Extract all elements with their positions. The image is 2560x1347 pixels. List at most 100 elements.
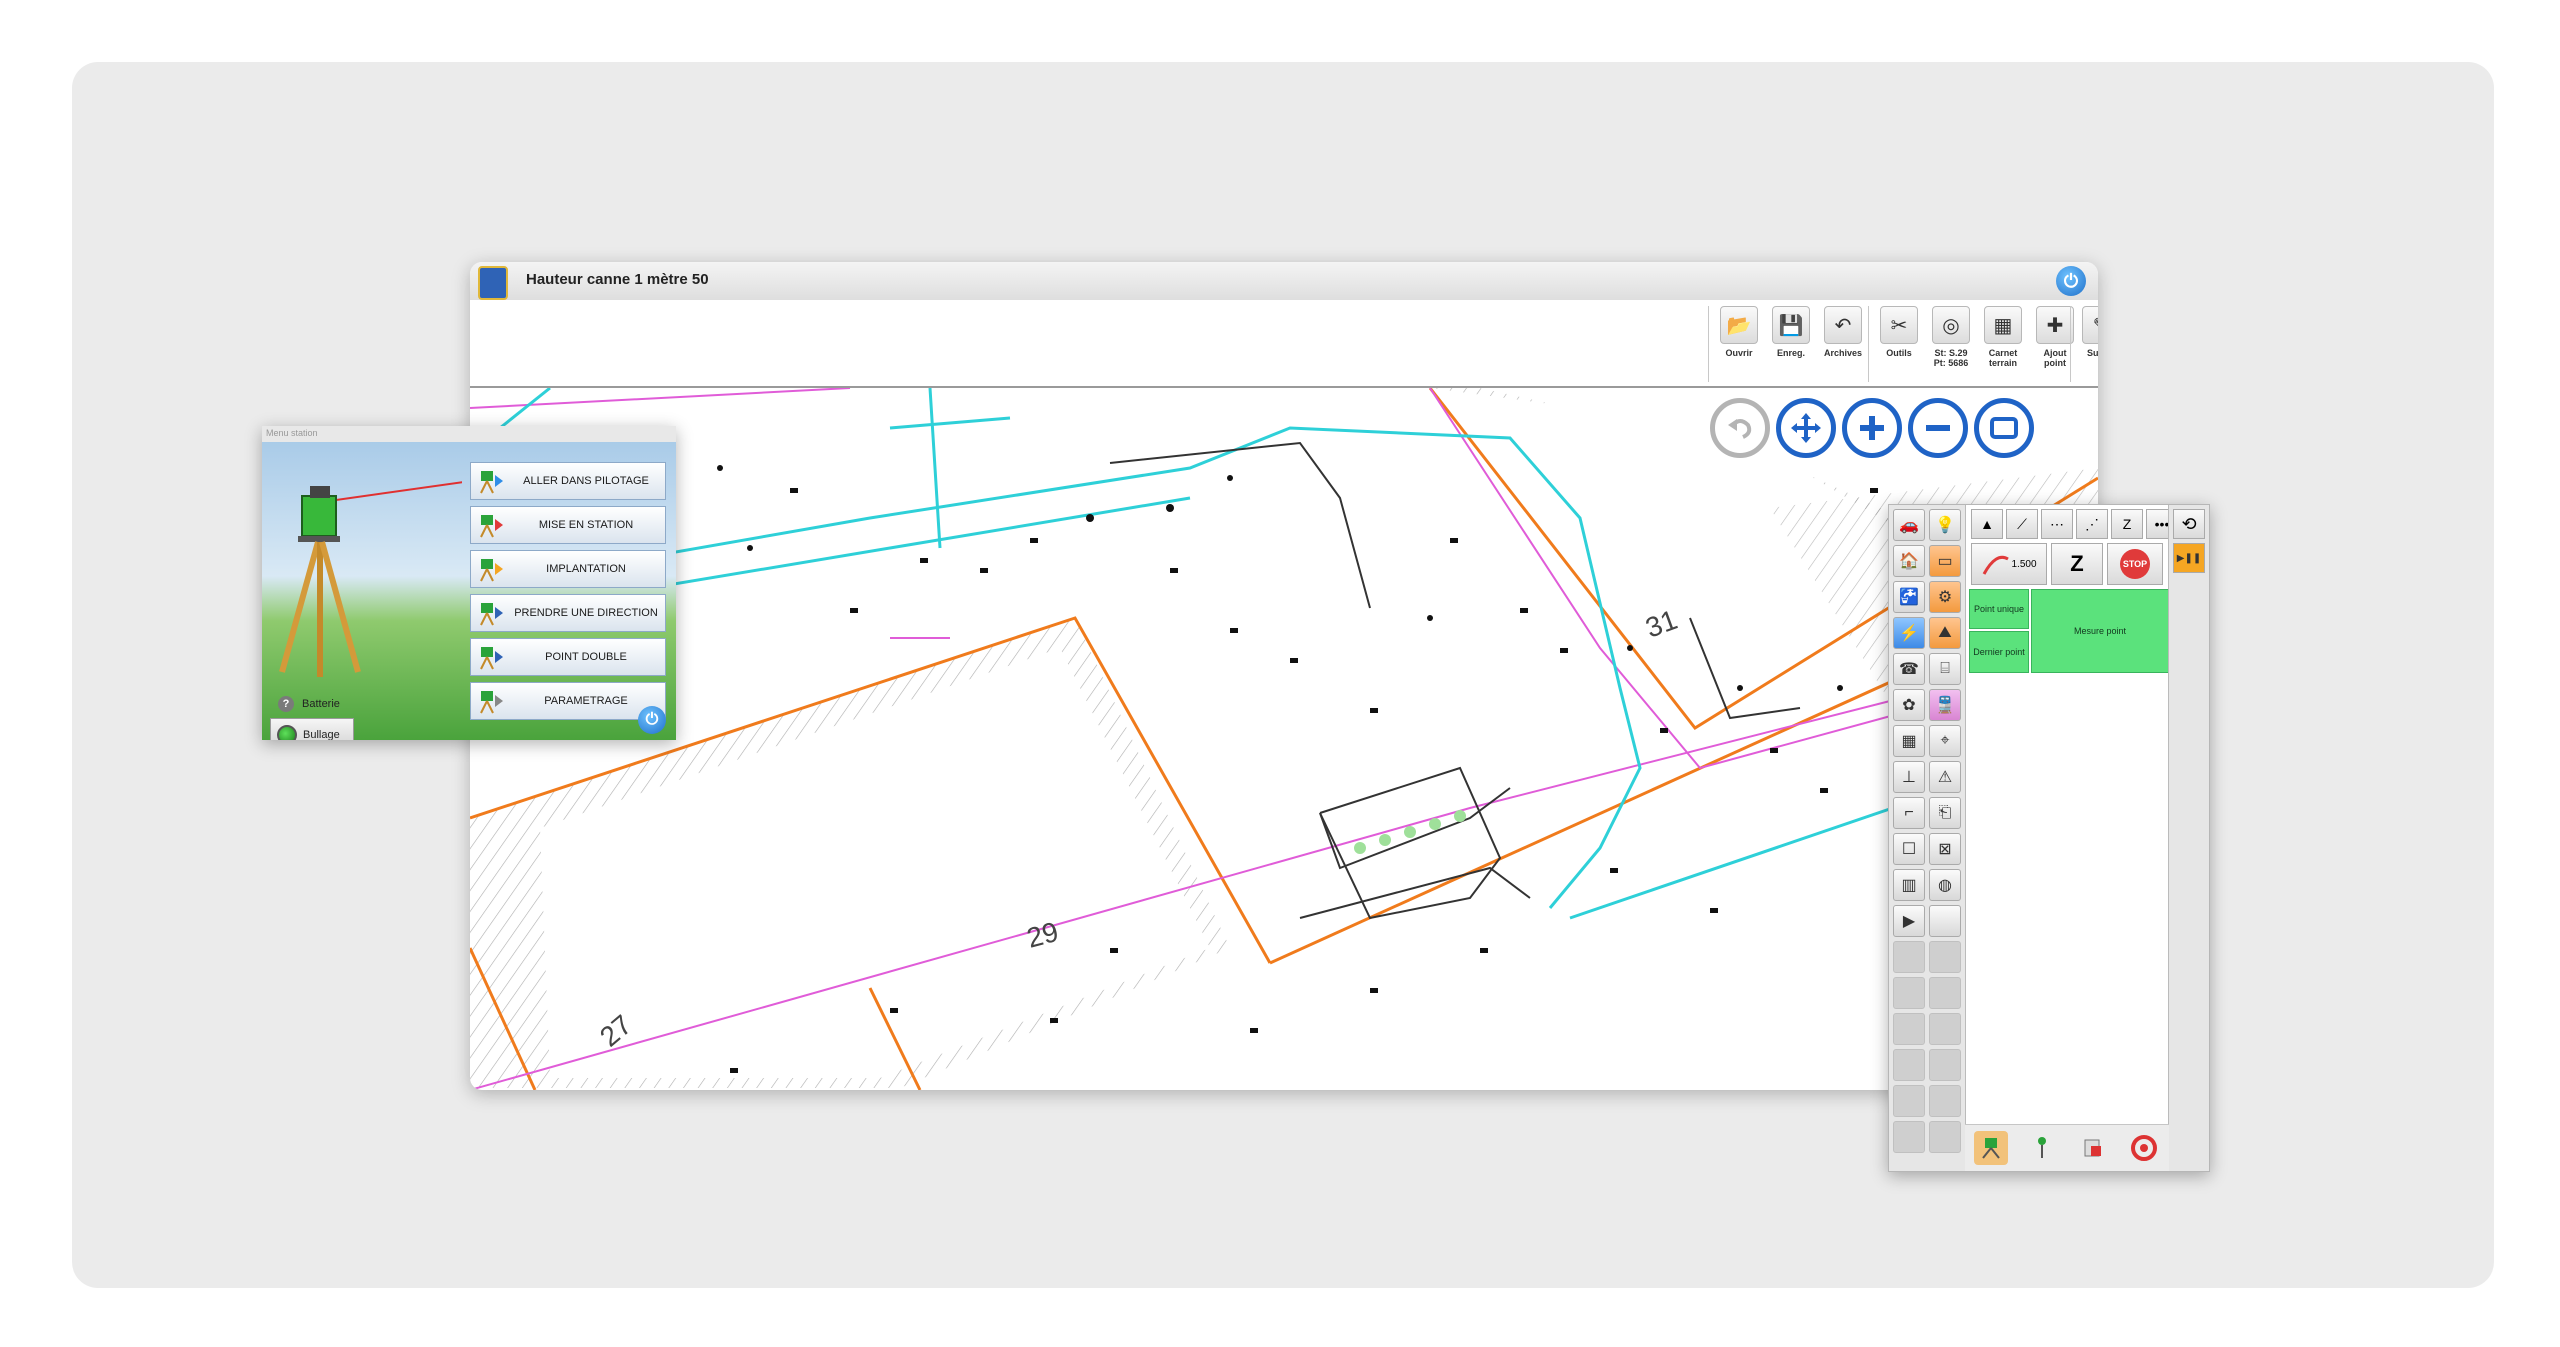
drawing-tool-button[interactable]: Z (2111, 509, 2143, 539)
empty-slot (1893, 1049, 1925, 1081)
layer-button[interactable]: ☎ (1893, 653, 1925, 685)
station-power-button[interactable]: ⏻ (638, 706, 666, 734)
layer-button[interactable]: ▦ (1893, 725, 1925, 757)
empty-slot (1893, 1085, 1925, 1117)
single-point-button[interactable]: Point unique (1969, 589, 2029, 629)
field-book-icon: ▦ (1984, 306, 2022, 344)
settings-icon (471, 683, 511, 719)
layer-button[interactable]: 🚗 (1893, 509, 1925, 541)
drawing-tools-row: ▲⟋⋯⋰Z••• (1971, 509, 2178, 539)
pan-arrows-icon (1791, 413, 1821, 443)
eraser-icon: ✎ (2082, 306, 2098, 344)
layer-button[interactable]: 🚰 (1893, 581, 1925, 613)
layer-button[interactable]: ⚙ (1929, 581, 1961, 613)
toolbar-button-save[interactable]: 💾Enreg. (1767, 306, 1815, 382)
layer-button[interactable]: ☐ (1893, 833, 1925, 865)
layer-button[interactable]: 💡 (1929, 509, 1961, 541)
zoom-in-button[interactable] (1842, 398, 1902, 458)
toolbar-button-open-folder[interactable]: 📂Ouvrir (1715, 306, 1763, 382)
empty-slot (1929, 977, 1961, 1009)
layer-button[interactable]: ✿ (1893, 689, 1925, 721)
layer-button[interactable]: ▶ (1893, 905, 1925, 937)
station-menu-item[interactable]: MISE EN STATION (470, 506, 666, 544)
layer-button[interactable]: 🏠 (1893, 545, 1925, 577)
drawing-tool-button[interactable]: ▲ (1971, 509, 2003, 539)
layer-button[interactable]: ⚡ (1893, 617, 1925, 649)
add-point-icon: ✚ (2036, 306, 2074, 344)
toolbar-button-eraser[interactable]: ✎Suppr. (2077, 306, 2098, 382)
help-icon[interactable]: ? (278, 696, 294, 712)
zoom-extent-button[interactable] (1974, 398, 2034, 458)
drawing-tool-button[interactable]: ⟋ (2006, 509, 2038, 539)
layer-palette: 🚗💡🏠▭🚰⚙⚡⛰☎⌸✿🚆▦⌖⊥⚠⌐⎗☐⊠▥◍▶ (1889, 505, 1966, 1171)
station-setup-icon (471, 507, 511, 543)
undo-view-button[interactable] (1710, 398, 1770, 458)
measure-options-row: 1.500 Z STOP (1971, 543, 2163, 585)
empty-slot (1929, 1013, 1961, 1045)
station-menu-label: PRENDRE UNE DIRECTION (514, 607, 658, 619)
measure-mode-area: Point unique Dernier point Mesure point (1969, 589, 2169, 673)
layer-button[interactable]: ▭ (1929, 545, 1961, 577)
level-bubble-icon (277, 725, 297, 740)
rod-height-icon (1983, 555, 2010, 575)
layer-button[interactable]: 🚆 (1929, 689, 1961, 721)
empty-slot (1929, 1121, 1961, 1153)
station-menu-label: POINT DOUBLE (545, 651, 627, 663)
station-menu-item[interactable]: IMPLANTATION (470, 550, 666, 588)
layer-button[interactable]: ⛰ (1929, 617, 1961, 649)
power-button[interactable]: ⏻ (2056, 266, 2086, 296)
zoom-out-button[interactable] (1908, 398, 1968, 458)
rover-icon[interactable] (2025, 1131, 2059, 1165)
green-markers (1354, 810, 1466, 854)
survey-map[interactable]: 29 27 31 (470, 388, 2098, 1090)
minus-icon (1926, 425, 1950, 431)
layer-button[interactable]: ⚠ (1929, 761, 1961, 793)
drawing-tool-button[interactable]: ⋰ (2076, 509, 2108, 539)
toolbar-button-tools[interactable]: ✂Outils (1875, 306, 1923, 382)
tools-icon: ✂ (1880, 306, 1918, 344)
layer-button[interactable]: ⊠ (1929, 833, 1961, 865)
station-menu-item[interactable]: ALLER DANS PILOTAGE (470, 462, 666, 500)
station-menu-item[interactable]: POINT DOUBLE (470, 638, 666, 676)
station-menu-window: Menu station ALLER DANS PILOTAGE MISE EN … (262, 426, 676, 740)
target-icon[interactable] (2127, 1131, 2161, 1165)
app-logo-icon (478, 266, 508, 300)
station-menu-list: ALLER DANS PILOTAGE MISE EN STATION IMPLAN… (470, 462, 666, 726)
layer-button[interactable]: ⊥ (1893, 761, 1925, 793)
layer-button[interactable]: ◍ (1929, 869, 1961, 901)
layer-button[interactable]: ⌐ (1893, 797, 1925, 829)
pan-button[interactable] (1776, 398, 1836, 458)
refresh-button[interactable]: ⟲ (2173, 509, 2205, 539)
drawing-tool-button[interactable]: ⋯ (2041, 509, 2073, 539)
total-station-tripod-icon (279, 481, 462, 677)
stop-button[interactable]: STOP (2107, 543, 2163, 585)
empty-slot (1893, 1121, 1925, 1153)
layer-button[interactable] (1929, 905, 1961, 937)
bullage-label: Bullage (303, 729, 340, 740)
layer-button[interactable]: ▥ (1893, 869, 1925, 901)
rod-height-button[interactable]: 1.500 (1971, 543, 2047, 585)
station-menu-label: IMPLANTATION (546, 563, 626, 575)
layer-button[interactable]: ⎗ (1929, 797, 1961, 829)
flag-icon[interactable] (2076, 1131, 2110, 1165)
measure-point-button[interactable]: Mesure point (2031, 589, 2169, 673)
station-menu-item[interactable]: PARAMETRAGE (470, 682, 666, 720)
layer-button[interactable]: ⌸ (1929, 653, 1961, 685)
building-outline (1109, 441, 1801, 920)
z-button[interactable]: Z (2051, 543, 2103, 585)
toolbar-button-undo-archive[interactable]: ↶Archives (1819, 306, 1867, 382)
station-menu-title: Menu station (266, 428, 318, 438)
plus-icon (1860, 416, 1884, 440)
last-point-button[interactable]: Dernier point (1969, 631, 2029, 673)
play-pause-button[interactable]: ▶❚❚ (2173, 543, 2205, 573)
station-menu-item[interactable]: PRENDRE UNE DIRECTION (470, 594, 666, 632)
station-icon[interactable] (1973, 1131, 2008, 1165)
bullage-button[interactable]: Bullage (270, 718, 354, 740)
layer-button[interactable]: ⌖ (1929, 725, 1961, 757)
